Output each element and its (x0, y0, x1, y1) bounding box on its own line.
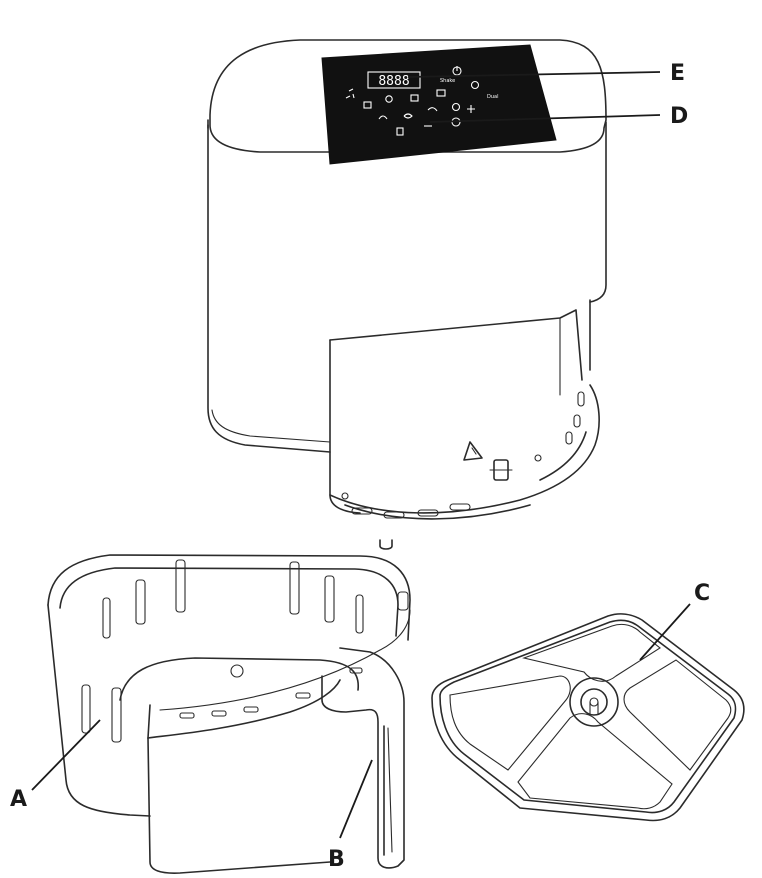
display-readout: 8888 (378, 74, 409, 89)
digital-display (367, 71, 421, 89)
control-panel: 8888 Shake Dual (321, 44, 557, 165)
fish-icon[interactable] (403, 113, 413, 119)
power-icon[interactable] (452, 66, 462, 76)
label-c: C (694, 581, 710, 606)
light-icon[interactable] (470, 80, 480, 90)
panel-label-dual: Dual (487, 94, 498, 100)
fan-icon (345, 88, 355, 99)
label-e: E (670, 61, 685, 86)
cake-icon[interactable] (410, 94, 419, 102)
basket-handle[interactable] (321, 647, 405, 869)
drumstick-icon[interactable] (385, 95, 393, 103)
label-b: B (328, 847, 345, 872)
dehydrate-icon[interactable] (451, 102, 461, 112)
air-fryer-body (207, 39, 607, 550)
label-d: D (670, 104, 688, 129)
pizza-icon[interactable] (396, 127, 404, 136)
panel-label-shake: Shake (440, 78, 455, 84)
steak-icon[interactable] (427, 107, 438, 112)
fries-icon[interactable] (363, 101, 372, 109)
toast-icon[interactable] (436, 89, 446, 97)
label-a: A (10, 787, 27, 812)
shrimp-icon[interactable] (378, 115, 388, 120)
crisper-plate (431, 613, 745, 822)
plus-icon[interactable] (467, 105, 475, 113)
basket (47, 554, 411, 874)
callout-leaders (31, 71, 691, 839)
